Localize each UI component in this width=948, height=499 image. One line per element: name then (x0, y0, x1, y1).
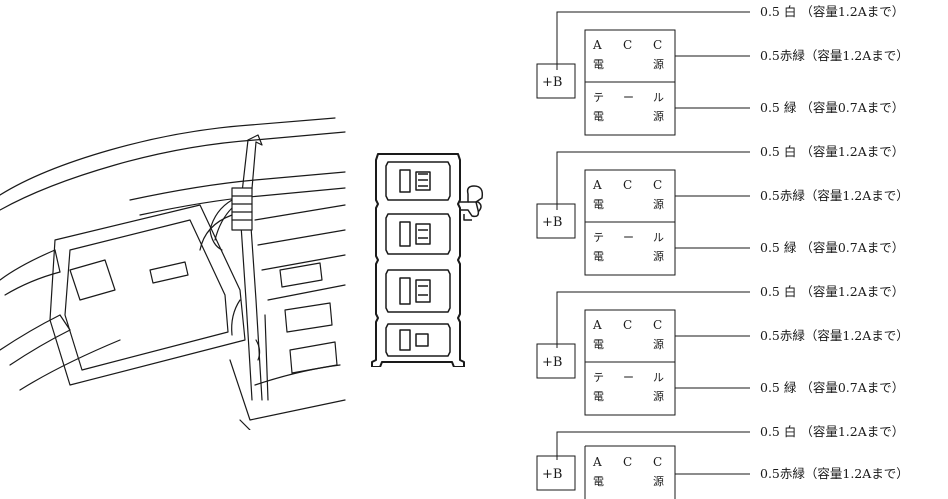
acc-char-a: A (592, 38, 602, 52)
white-wire-line (556, 431, 750, 460)
acc-label-gen: 源 (653, 337, 664, 351)
dashboard-illustration (0, 117, 346, 430)
connector-housing (371, 153, 465, 367)
circuit-group-1: +B A C C 電 源 テ ー ル 電 源 0.5 白 （容量1.2Aまで） … (536, 4, 909, 136)
white-wire-line (556, 291, 750, 348)
wire-label-white: 0.5 白 （容量1.2Aまで） (760, 4, 904, 19)
tail-char-dash: ー (623, 231, 634, 244)
tail-char-dash: ー (623, 91, 634, 104)
plus-b-label: +B (542, 75, 562, 90)
tail-label-den: 電 (593, 250, 604, 263)
wire-label-white: 0.5 白 （容量1.2Aまで） (760, 284, 904, 299)
tail-char-dash: ー (623, 371, 634, 384)
acc-char-c1: C (623, 455, 632, 469)
relay-box (585, 445, 676, 499)
circuit-group-4: +B A C C 電 源 0.5 白 （容量1.2Aまで） 0.5赤緑（容量1.… (536, 424, 909, 499)
acc-label-gen: 源 (653, 57, 664, 71)
center-console (229, 204, 346, 430)
wire-label-green: 0.5 緑 （容量0.7Aまで） (760, 380, 904, 395)
acc-label-den: 電 (593, 475, 604, 488)
wiring-schematic: +B A C C 電 源 テ ー ル 電 源 0.5 白 （容量1.2Aまで） … (536, 4, 909, 499)
connector-cavity-3 (385, 269, 451, 313)
wire-label-green: 0.5 緑 （容量0.7Aまで） (760, 240, 904, 255)
wire-harness (199, 134, 263, 401)
connector-cavity-1 (385, 161, 451, 201)
plus-b-box (536, 455, 576, 491)
acc-char-c2: C (653, 38, 662, 52)
tail-char-te: テ (593, 371, 604, 384)
acc-char-a: A (592, 178, 602, 192)
plus-b-label: +B (542, 467, 562, 482)
wire-label-red-green: 0.5赤緑（容量1.2Aまで） (760, 188, 909, 203)
plus-b-box (536, 343, 576, 379)
circuit-group-2: +B A C C 電 源 テ ー ル 電 源 0.5 白 （容量1.2Aまで） … (536, 144, 909, 276)
connector-illustration (371, 153, 484, 367)
relay-box (584, 309, 676, 416)
wire-label-red-green: 0.5赤緑（容量1.2Aまで） (760, 466, 909, 481)
tail-char-te: テ (593, 231, 604, 244)
plus-b-label: +B (542, 355, 562, 370)
acc-char-c1: C (623, 38, 632, 52)
wire-label-white: 0.5 白 （容量1.2Aまで） (760, 424, 904, 439)
tail-label-gen: 源 (653, 109, 664, 123)
acc-label-den: 電 (593, 58, 604, 71)
tail-label-den: 電 (593, 390, 604, 403)
wire-label-red-green: 0.5赤緑（容量1.2Aまで） (760, 48, 909, 63)
acc-label-den: 電 (593, 198, 604, 211)
plus-b-box (536, 203, 576, 239)
tail-label-gen: 源 (653, 249, 664, 263)
acc-char-c1: C (623, 318, 632, 332)
acc-label-den: 電 (593, 338, 604, 351)
acc-char-a: A (592, 318, 602, 332)
tail-char-ru: ル (653, 371, 664, 384)
wire-label-white: 0.5 白 （容量1.2Aまで） (760, 144, 904, 159)
mounting-clip (460, 185, 484, 221)
white-wire-line (556, 11, 750, 70)
tail-char-ru: ル (653, 91, 664, 104)
glove-box (49, 204, 246, 386)
acc-char-a: A (592, 455, 602, 469)
plus-b-label: +B (542, 215, 562, 230)
white-wire-line (556, 151, 750, 210)
relay-box (584, 29, 676, 136)
relay-box (584, 169, 676, 276)
acc-char-c2: C (653, 455, 662, 469)
acc-char-c2: C (653, 318, 662, 332)
wire-label-red-green: 0.5赤緑（容量1.2Aまで） (760, 328, 909, 343)
connector-cavity-2 (385, 213, 451, 255)
dashboard-outline (0, 117, 346, 391)
acc-label-gen: 源 (653, 474, 664, 488)
wire-label-green: 0.5 緑 （容量0.7Aまで） (760, 100, 904, 115)
acc-char-c1: C (623, 178, 632, 192)
tail-char-te: テ (593, 91, 604, 104)
circuit-group-3: +B A C C 電 源 テ ー ル 電 源 0.5 白 （容量1.2Aまで） … (536, 284, 909, 416)
acc-label-gen: 源 (653, 197, 664, 211)
tail-char-ru: ル (653, 231, 664, 244)
acc-char-c2: C (653, 178, 662, 192)
tail-label-gen: 源 (653, 389, 664, 403)
tail-label-den: 電 (593, 110, 604, 123)
plus-b-box (536, 63, 576, 99)
connector-cavity-4 (385, 323, 451, 357)
